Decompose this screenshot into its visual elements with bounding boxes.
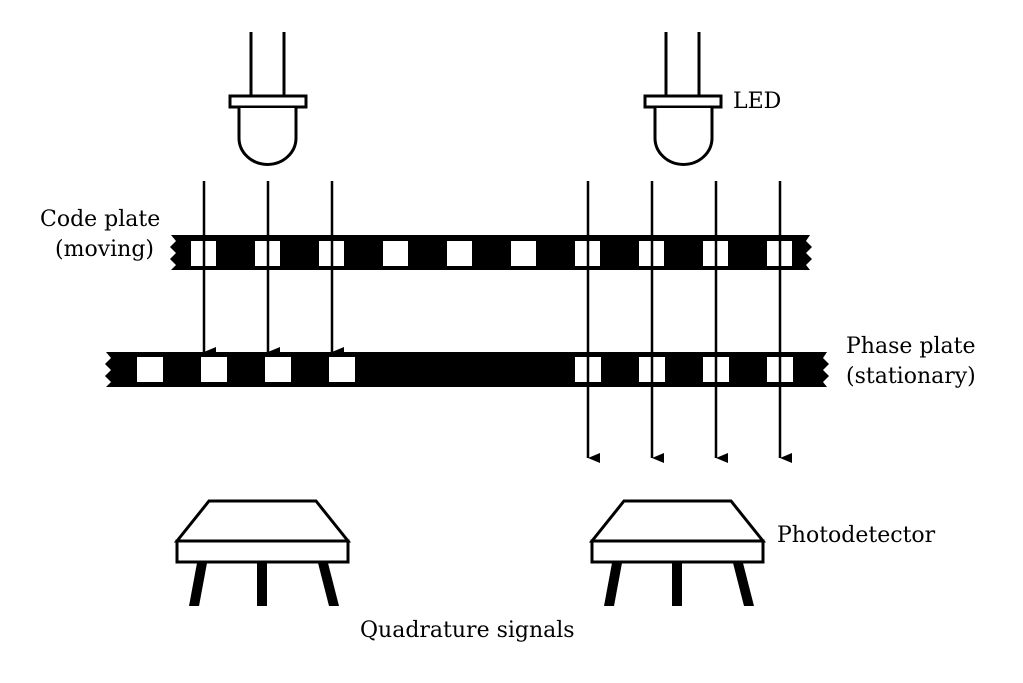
led-label: LED <box>733 89 782 114</box>
phase-plate-label: Phase plate (stationary) <box>846 332 976 392</box>
phase-plate-label-line1: Phase plate <box>846 334 976 359</box>
light-rays-right <box>586 181 792 463</box>
led-left-icon <box>228 32 308 166</box>
phase-plate <box>105 352 829 387</box>
code-plate-label-line2: (moving) <box>55 237 154 262</box>
phase-plate-label-line2: (stationary) <box>846 364 976 389</box>
photodetector-label: Photodetector <box>777 523 936 548</box>
quadrature-signals-label: Quadrature signals <box>360 618 575 643</box>
code-plate-label: Code plate (moving) <box>40 205 161 265</box>
code-plate-label-line1: Code plate <box>40 207 161 232</box>
led-right-icon <box>643 32 723 166</box>
light-rays-left <box>202 181 344 357</box>
photodetector-left-icon <box>173 499 352 606</box>
photodetector-right-icon <box>588 499 767 606</box>
